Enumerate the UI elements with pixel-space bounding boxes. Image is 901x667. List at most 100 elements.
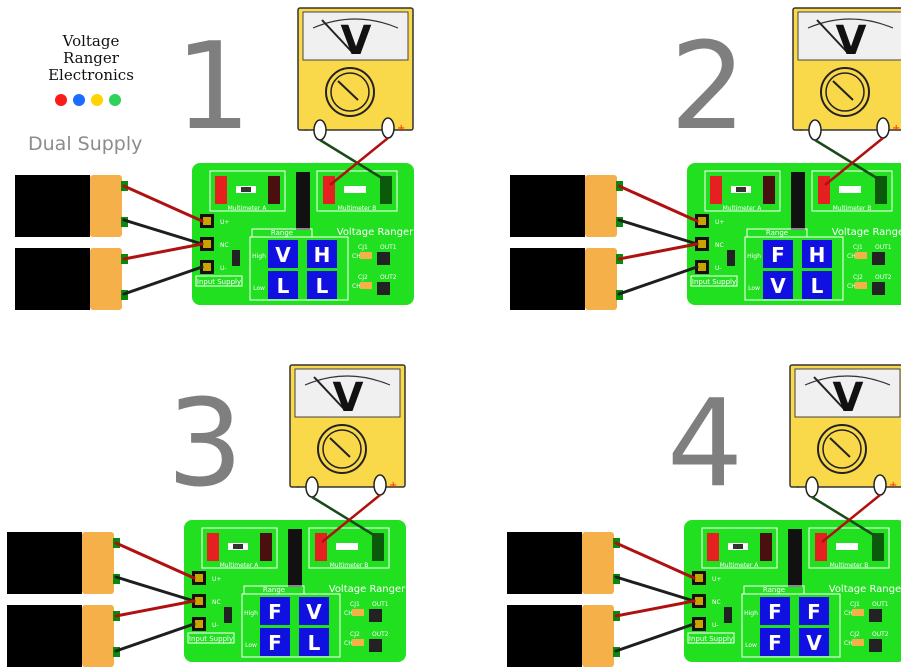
- battery-body: [7, 605, 82, 667]
- step-number: 1: [175, 18, 251, 157]
- battery-2: [507, 605, 620, 667]
- multimeter: V-+: [289, 364, 406, 498]
- multimeter-a-label: Multimeter A: [723, 205, 763, 212]
- multimeter-a-fuse-core: [241, 187, 251, 192]
- battery-1: [510, 175, 623, 237]
- multimeter-b-box: [316, 170, 398, 212]
- wire-red-2: [617, 242, 699, 261]
- indicator-letter: V: [306, 600, 322, 624]
- probe-socket-black: [313, 119, 327, 141]
- indicator-letter: H: [314, 243, 331, 267]
- battery-cap: [582, 605, 614, 667]
- input-header-pin: [695, 574, 703, 582]
- multimeter: V-+: [792, 7, 901, 141]
- battery-cap: [582, 532, 614, 594]
- battery-body: [507, 532, 582, 594]
- display-needle: [813, 376, 845, 410]
- multimeter-a-dark-pad: [268, 176, 280, 204]
- diode: [232, 250, 240, 266]
- indicator-tile: [799, 597, 829, 625]
- multimeter-b-box: [811, 170, 893, 212]
- cj1-label: CJ1: [850, 601, 860, 608]
- multimeter-b-red-pad: [323, 176, 335, 204]
- indicator-letter: L: [308, 631, 321, 655]
- indicator-letter: F: [768, 631, 782, 655]
- cj2-label: CJ2: [850, 631, 860, 638]
- multimeter-b-fuse: [344, 186, 366, 193]
- input-supply-box: [690, 275, 738, 287]
- cj1-component: [352, 609, 364, 616]
- out1-label: OUT1: [872, 601, 889, 608]
- out2-header: [869, 639, 882, 652]
- indicator-tile: [802, 240, 832, 268]
- battery-body: [7, 532, 82, 594]
- out1-header: [377, 252, 390, 265]
- display-scale-arc: [804, 375, 891, 386]
- supply-wires: [614, 541, 696, 653]
- ch1-label: CH1: [847, 253, 860, 260]
- out2-header: [377, 282, 390, 295]
- multimeter-a-dark-pad: [260, 533, 272, 561]
- wire-red-1: [114, 541, 196, 580]
- meter-v-symbol: V: [333, 375, 364, 421]
- nc-label: NC: [712, 599, 721, 606]
- multimeter-a-red-pad: [207, 533, 219, 561]
- indicator-tile: [763, 271, 793, 299]
- diode: [727, 250, 735, 266]
- logo-line-2: Ranger: [63, 49, 119, 67]
- cj2-component: [360, 282, 372, 289]
- input-header-pin: [695, 597, 703, 605]
- wire-black-2: [122, 265, 204, 296]
- probe-lead-black: [311, 495, 378, 539]
- u-minus-label: U-: [715, 265, 722, 272]
- range-label: Range: [271, 229, 293, 237]
- low-label: Low: [748, 285, 760, 292]
- battery-cap: [82, 605, 114, 667]
- wire-black-2: [614, 622, 696, 653]
- probe-leads: [814, 137, 884, 186]
- multimeter: V-+: [297, 7, 414, 141]
- relay-chip: [288, 529, 302, 587]
- indicator-letter: V: [806, 631, 822, 655]
- ch1-label: CH1: [844, 610, 857, 617]
- probe-plus-label: +: [397, 123, 405, 134]
- range-label: Range: [263, 586, 285, 594]
- supply-wires: [114, 541, 196, 653]
- probe-minus-label: -: [799, 125, 803, 136]
- brand-silkscreen: Voltage Ranger: [337, 227, 414, 238]
- relay-chip: [788, 529, 802, 587]
- input-supply-label: Input Supply: [692, 278, 736, 286]
- probe-lead-red: [321, 494, 381, 543]
- multimeter-b-fuse: [839, 186, 861, 193]
- probe-socket-red: [873, 474, 887, 496]
- multimeter-b-fuse: [336, 543, 358, 550]
- diode: [224, 607, 232, 623]
- probe-plus-label: +: [889, 480, 897, 491]
- battery-1: [15, 175, 128, 237]
- out1-header: [369, 609, 382, 622]
- input-header-pin: [698, 240, 706, 248]
- wire-black-1: [614, 575, 696, 603]
- brand-silkscreen: Voltage Ranger: [832, 227, 901, 238]
- probe-lead-black: [319, 138, 386, 182]
- out2-header: [872, 282, 885, 295]
- u-plus-label: U+: [220, 219, 229, 226]
- multimeter-b-red-pad: [815, 533, 827, 561]
- multimeter-a-box: [704, 170, 781, 212]
- u-minus-label: U-: [212, 622, 219, 629]
- probe-socket-black: [808, 119, 822, 141]
- probe-socket-black: [805, 476, 819, 498]
- probe-minus-label: -: [796, 482, 800, 493]
- dial-pointer: [337, 80, 359, 101]
- wire-red-1: [614, 541, 696, 580]
- multimeter-a-red-pad: [215, 176, 227, 204]
- nc-label: NC: [212, 599, 221, 606]
- out1-header: [872, 252, 885, 265]
- input-header-pin: [203, 263, 211, 271]
- indicator-letter: F: [807, 600, 821, 624]
- input-supply-label: Input Supply: [197, 278, 241, 286]
- indicator-letter: L: [277, 274, 290, 298]
- input-supply-box: [187, 632, 235, 644]
